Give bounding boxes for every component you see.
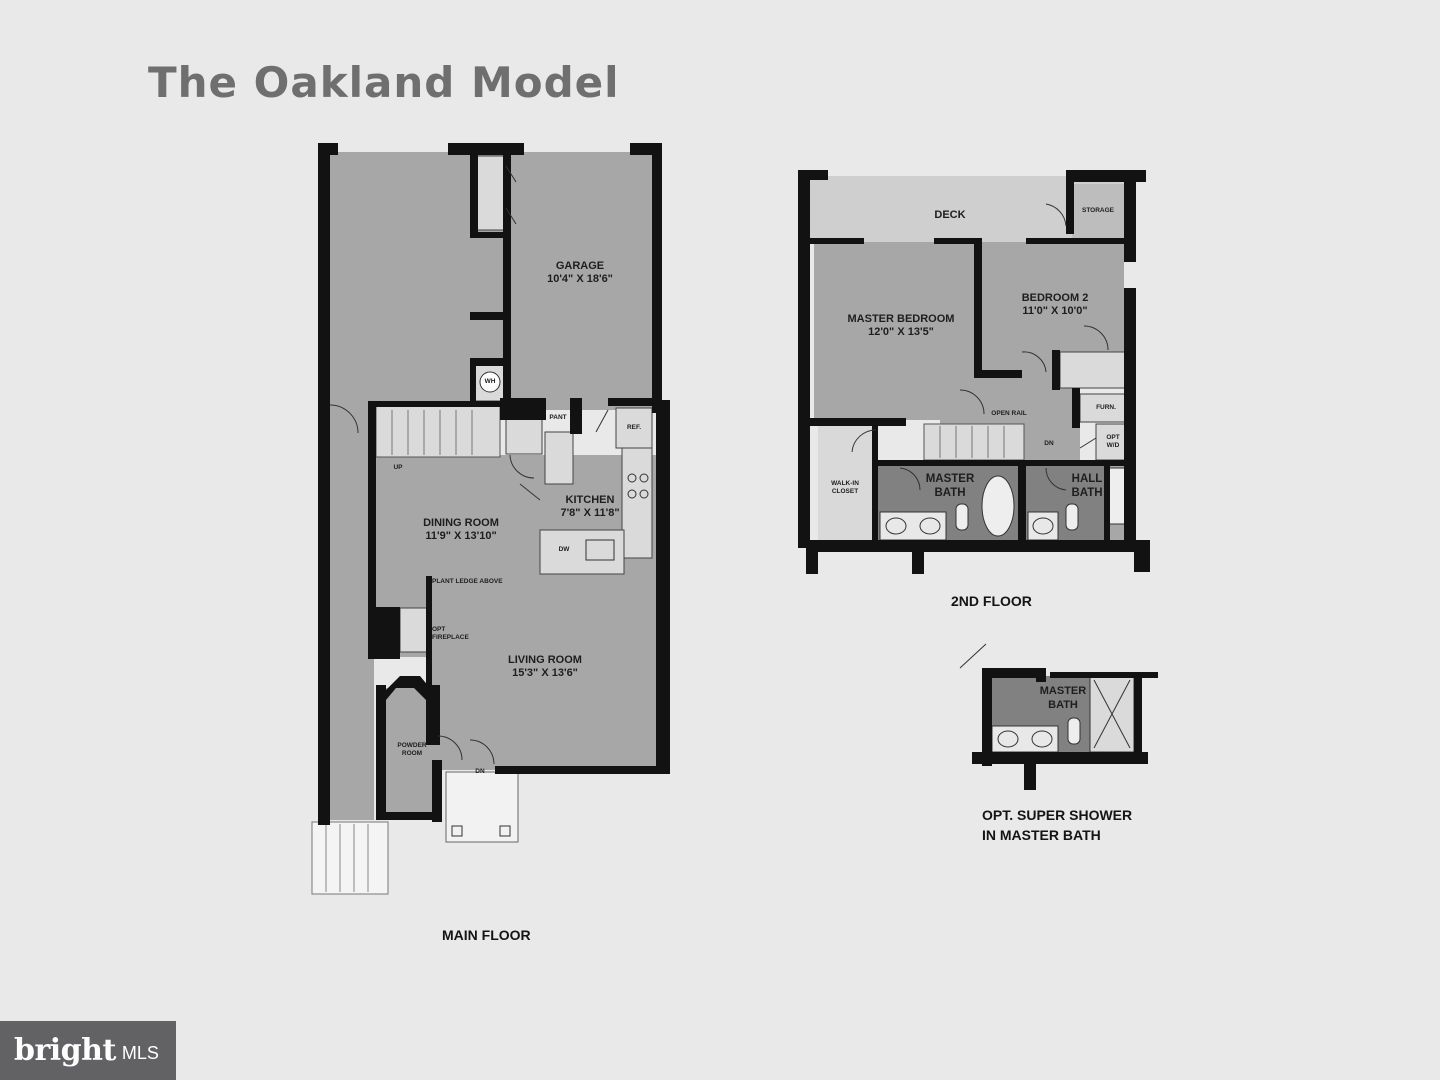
optional-bath-plan	[959, 643, 1158, 790]
stair-down-label: DN	[1044, 440, 1054, 447]
plant-ledge-label: PLANT LEDGE ABOVE	[432, 578, 503, 585]
pantry-label: PANT	[549, 414, 567, 421]
super-shower-caption-line1: OPT. SUPER SHOWER	[982, 807, 1133, 823]
logo-suffix: MLS	[121, 1043, 159, 1063]
garage-name: GARAGE	[555, 260, 605, 272]
opt-master-bath-label: MASTER BATH	[1030, 684, 1096, 712]
master-bedroom-name: MASTER BEDROOM	[847, 313, 955, 325]
master-tub	[981, 475, 1015, 537]
fireplace-label: OPT FIREPLACE	[432, 626, 478, 642]
living-room-dimensions: 15'3" X 13'6"	[512, 667, 578, 679]
plan-title: The Oakland Model	[148, 58, 620, 107]
hall-bath-label: HALL BATH	[1060, 472, 1114, 500]
open-rail-label: OPEN RAIL	[991, 410, 1027, 417]
sink-counter	[539, 529, 625, 575]
walk-in-closet-label: WALK-IN CLOSET	[820, 480, 870, 496]
super-shower-caption-line2: IN MASTER BATH	[982, 827, 1101, 843]
side-walkway	[322, 405, 374, 820]
bedroom2-dimensions: 11'0" X 10'0"	[1022, 305, 1088, 317]
storage-label: STORAGE	[1081, 207, 1115, 214]
bedroom2-name: BEDROOM 2	[1021, 292, 1089, 304]
walk-in-closet-area	[818, 426, 874, 542]
second-floor-plan	[798, 170, 1150, 574]
master-bath-line2: BATH	[934, 487, 966, 499]
master-bath-label: MASTER BATH	[920, 472, 980, 500]
opt-master-bath-line2: BATH	[1048, 699, 1078, 711]
washer-dryer-line2: W/D	[1106, 442, 1120, 449]
pantry-closet	[505, 417, 543, 455]
kitchen-label: KITCHEN 7'8" X 11'8"	[540, 494, 640, 520]
storage-area	[1072, 184, 1124, 238]
refrigerator-label: REF.	[626, 424, 642, 431]
dining-room-name: DINING ROOM	[423, 517, 499, 529]
linen-closet	[1059, 351, 1127, 389]
master-bath-line1: MASTER	[925, 473, 975, 485]
bedroom2-label: BEDROOM 2 11'0" X 10'0"	[1000, 292, 1110, 318]
kitchen-dimensions: 7'8" X 11'8"	[560, 507, 620, 519]
washer-dryer-line1: OPT	[1106, 434, 1120, 441]
front-stoop	[445, 771, 519, 843]
walk-in-line2: CLOSET	[831, 488, 859, 495]
fireplace	[399, 607, 431, 653]
dining-room-label: DINING ROOM 11'9" X 13'10"	[396, 517, 526, 543]
garage-closet	[473, 155, 505, 231]
stair-up	[375, 404, 501, 458]
logo-wordmark: bright	[14, 1033, 116, 1068]
front-steps	[311, 821, 389, 895]
range-counter	[621, 447, 653, 559]
washer-dryer-label: OPT W/D	[1098, 434, 1128, 450]
living-room-area	[428, 575, 664, 770]
hall-bath-line1: HALL	[1071, 473, 1103, 485]
water-heater-label: WH	[484, 378, 496, 385]
master-bedroom-dimensions: 12'0" X 13'5"	[868, 326, 934, 338]
walk-in-line1: WALK-IN	[831, 480, 859, 487]
dishwasher-label: DW	[558, 546, 570, 553]
kitchen-island-stair	[544, 431, 574, 485]
main-floor-plan	[311, 143, 670, 895]
powder-room-line1: POWDER	[397, 742, 427, 749]
bright-mls-logo: bright MLS	[0, 1021, 176, 1080]
stair-down	[923, 423, 1025, 461]
kitchen-name: KITCHEN	[565, 494, 615, 506]
living-room-name: LIVING ROOM	[508, 654, 582, 666]
garage-label: GARAGE 10'4" X 18'6"	[520, 260, 640, 286]
fireplace-line2: FIREPLACE	[432, 634, 469, 641]
deck-label: DECK	[934, 209, 966, 221]
living-room-label: LIVING ROOM 15'3" X 13'6"	[480, 654, 610, 680]
powder-room-line2: ROOM	[401, 750, 423, 757]
front-stoop-dn-label: DN	[475, 768, 485, 775]
main-floor-caption: MAIN FLOOR	[442, 927, 531, 943]
second-floor-caption: 2ND FLOOR	[951, 593, 1032, 609]
master-vanity	[879, 511, 947, 541]
furnace-label: FURN.	[1096, 404, 1116, 411]
garage-dimensions: 10'4" X 18'6"	[547, 273, 613, 285]
stair-up-label: UP	[393, 464, 403, 471]
hall-bath-line2: BATH	[1071, 487, 1103, 499]
fireplace-line1: OPT	[432, 626, 446, 633]
opt-master-bath-line1: MASTER	[1039, 685, 1087, 697]
super-shower-caption: OPT. SUPER SHOWER IN MASTER BATH	[982, 805, 1132, 845]
powder-room-label: POWDER ROOM	[392, 742, 432, 758]
master-bedroom-label: MASTER BEDROOM 12'0" X 13'5"	[836, 313, 966, 339]
refrigerator	[615, 407, 653, 449]
dining-room-dimensions: 11'9" X 13'10"	[425, 530, 497, 542]
